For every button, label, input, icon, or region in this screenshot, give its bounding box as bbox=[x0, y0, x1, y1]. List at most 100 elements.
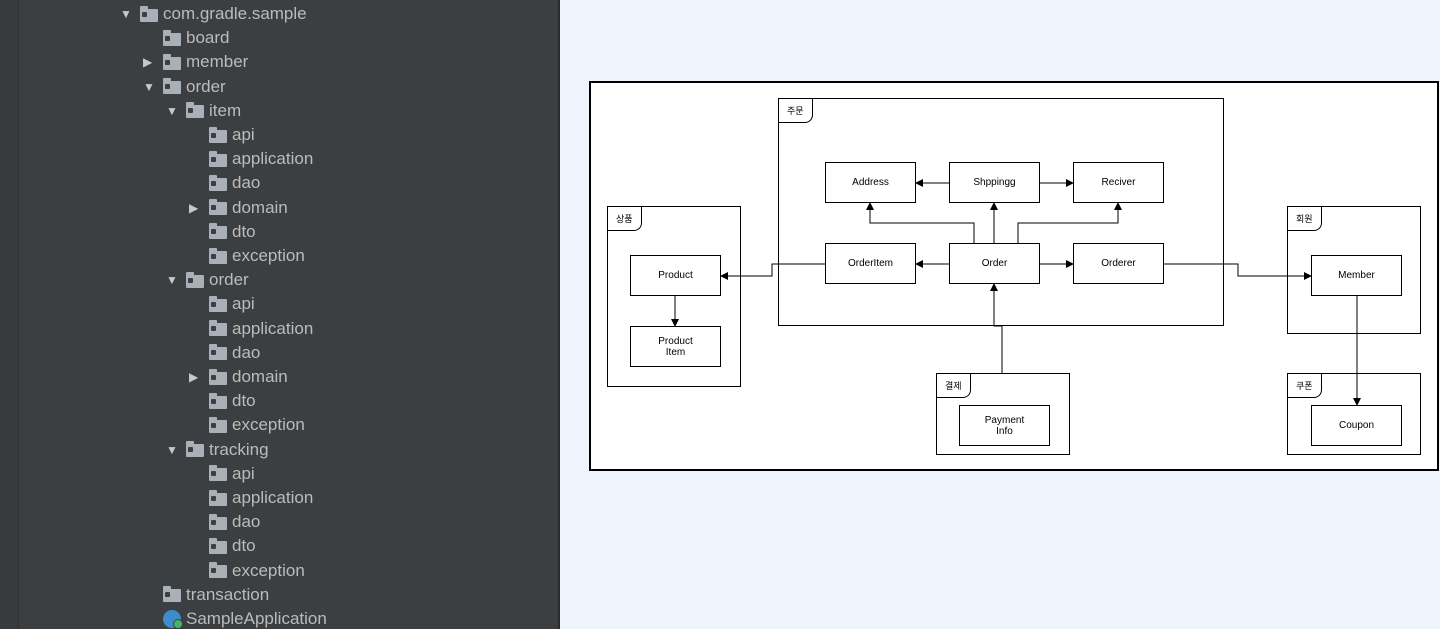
folder-icon bbox=[209, 392, 227, 409]
tree-row-label: transaction bbox=[186, 584, 270, 604]
node-member: Member bbox=[1311, 255, 1402, 296]
folder-icon bbox=[209, 320, 227, 337]
folder-icon bbox=[209, 489, 227, 506]
node-product: Product bbox=[630, 255, 721, 296]
collapse-arrow-right-icon[interactable]: ▶ bbox=[189, 200, 199, 215]
tree-row-label: domain bbox=[232, 367, 288, 386]
expand-arrow-down-icon[interactable]: ▼ bbox=[166, 273, 178, 288]
tree-row[interactable]: application bbox=[189, 486, 313, 510]
tree-row[interactable]: api bbox=[189, 123, 255, 147]
node-orderer: Orderer bbox=[1073, 243, 1164, 284]
node-order: Order bbox=[949, 243, 1040, 284]
tree-row-label: dto bbox=[232, 221, 256, 241]
spring-app-icon bbox=[163, 610, 183, 629]
frame-member-label: 회원 bbox=[1288, 207, 1322, 231]
frame-order-label: 주문 bbox=[779, 99, 813, 123]
domain-diagram: 주문 상품 회원 결제 쿠폰 Address Shppingg Reciver … bbox=[589, 81, 1439, 471]
frame-payment-label: 결제 bbox=[937, 374, 971, 398]
tree-row-label: dao bbox=[232, 173, 261, 193]
tree-row-label: exception bbox=[232, 415, 305, 435]
node-payment: Payment Info bbox=[959, 405, 1050, 446]
tree-row[interactable]: application bbox=[189, 147, 313, 171]
folder-icon bbox=[163, 78, 181, 95]
tree-row[interactable]: ▶ member bbox=[143, 50, 248, 74]
tree-row[interactable]: exception bbox=[189, 413, 305, 437]
tree-row[interactable]: ▼ order bbox=[166, 268, 249, 292]
tree-row[interactable]: board bbox=[143, 26, 229, 50]
folder-icon bbox=[209, 247, 227, 264]
tree-row-label: api bbox=[232, 463, 255, 483]
tree-row[interactable]: exception bbox=[189, 559, 305, 583]
folder-icon bbox=[209, 513, 227, 530]
frame-coupon: 쿠폰 bbox=[1287, 373, 1421, 455]
tree-row-label: SampleApplication bbox=[186, 609, 327, 628]
tree-row-label: order bbox=[209, 270, 249, 290]
tree-row-label: member bbox=[186, 52, 249, 72]
expand-arrow-down-icon[interactable]: ▼ bbox=[166, 103, 178, 118]
folder-icon bbox=[186, 441, 204, 458]
folder-icon bbox=[209, 174, 227, 191]
folder-icon bbox=[209, 368, 227, 385]
collapse-arrow-right-icon[interactable]: ▶ bbox=[143, 55, 153, 70]
frame-coupon-label: 쿠폰 bbox=[1288, 374, 1322, 398]
tree-row[interactable]: dto bbox=[189, 534, 256, 558]
tree-row-label: application bbox=[232, 488, 314, 507]
tree-row-label: dao bbox=[232, 512, 261, 532]
tree-row-label: api bbox=[232, 125, 255, 144]
frame-member: 회원 bbox=[1287, 206, 1421, 334]
folder-icon bbox=[209, 562, 227, 579]
node-shipping: Shppingg bbox=[949, 162, 1040, 203]
tree-row-label: dto bbox=[232, 536, 256, 556]
tree-row-label: domain bbox=[232, 197, 288, 217]
tree-row[interactable]: dto bbox=[189, 220, 256, 244]
folder-icon bbox=[163, 53, 181, 70]
link-order-to-receiver-up bbox=[1017, 202, 1122, 243]
frame-product-label: 상품 bbox=[608, 207, 642, 231]
frame-product: 상품 bbox=[607, 206, 741, 387]
tree-row[interactable]: exception bbox=[189, 244, 305, 268]
folder-icon bbox=[209, 150, 227, 167]
tree-row-label: item bbox=[209, 100, 242, 120]
tree-row[interactable]: ▼ com.gradle.sample bbox=[120, 2, 307, 26]
expand-arrow-down-icon[interactable]: ▼ bbox=[166, 442, 178, 457]
tree-row[interactable]: ▼tracking bbox=[166, 438, 269, 462]
tree-row-label: com.gradle.sample bbox=[163, 4, 307, 23]
tree-row-label: board bbox=[186, 28, 230, 48]
tree-row-label: application bbox=[232, 318, 314, 338]
tree-row[interactable]: dto bbox=[189, 389, 256, 413]
tree-row[interactable]: SampleApplication bbox=[143, 607, 327, 629]
folder-icon bbox=[163, 586, 181, 603]
folder-icon bbox=[209, 537, 227, 554]
tree-row[interactable]: api bbox=[189, 292, 255, 316]
node-orderitem: OrderItem bbox=[825, 243, 916, 284]
folder-icon bbox=[209, 465, 227, 482]
tree-gutter bbox=[0, 0, 19, 629]
tree-row[interactable]: dao bbox=[189, 171, 260, 195]
tree-row[interactable]: ▶ domain bbox=[189, 196, 288, 220]
tree-row-label: exception bbox=[232, 246, 305, 265]
link-order-to-address-up bbox=[866, 202, 975, 243]
node-address: Address bbox=[825, 162, 916, 203]
tree-row[interactable]: ▶ domain bbox=[189, 365, 288, 389]
tree-row[interactable]: ▼order bbox=[143, 75, 226, 99]
expand-arrow-down-icon[interactable]: ▼ bbox=[120, 7, 132, 21]
tree-row[interactable]: transaction bbox=[143, 583, 269, 607]
tree-row-label: application bbox=[232, 149, 314, 169]
frame-order: 주문 bbox=[778, 98, 1224, 326]
tree-row[interactable]: api bbox=[189, 462, 255, 486]
tree-row[interactable]: dao bbox=[189, 341, 260, 365]
tree-row[interactable]: dao bbox=[189, 510, 260, 534]
folder-icon bbox=[209, 126, 227, 143]
folder-icon bbox=[186, 271, 204, 288]
tree-row[interactable]: application bbox=[189, 317, 313, 341]
folder-icon bbox=[163, 29, 181, 46]
expand-arrow-down-icon[interactable]: ▼ bbox=[143, 79, 155, 94]
tree-row[interactable]: ▼ item bbox=[166, 99, 241, 123]
folder-icon bbox=[209, 199, 227, 216]
node-coupon: Coupon bbox=[1311, 405, 1402, 446]
collapse-arrow-right-icon[interactable]: ▶ bbox=[189, 370, 199, 384]
folder-icon bbox=[209, 223, 227, 240]
folder-icon bbox=[209, 344, 227, 361]
link-payment-to-order bbox=[990, 283, 1003, 373]
